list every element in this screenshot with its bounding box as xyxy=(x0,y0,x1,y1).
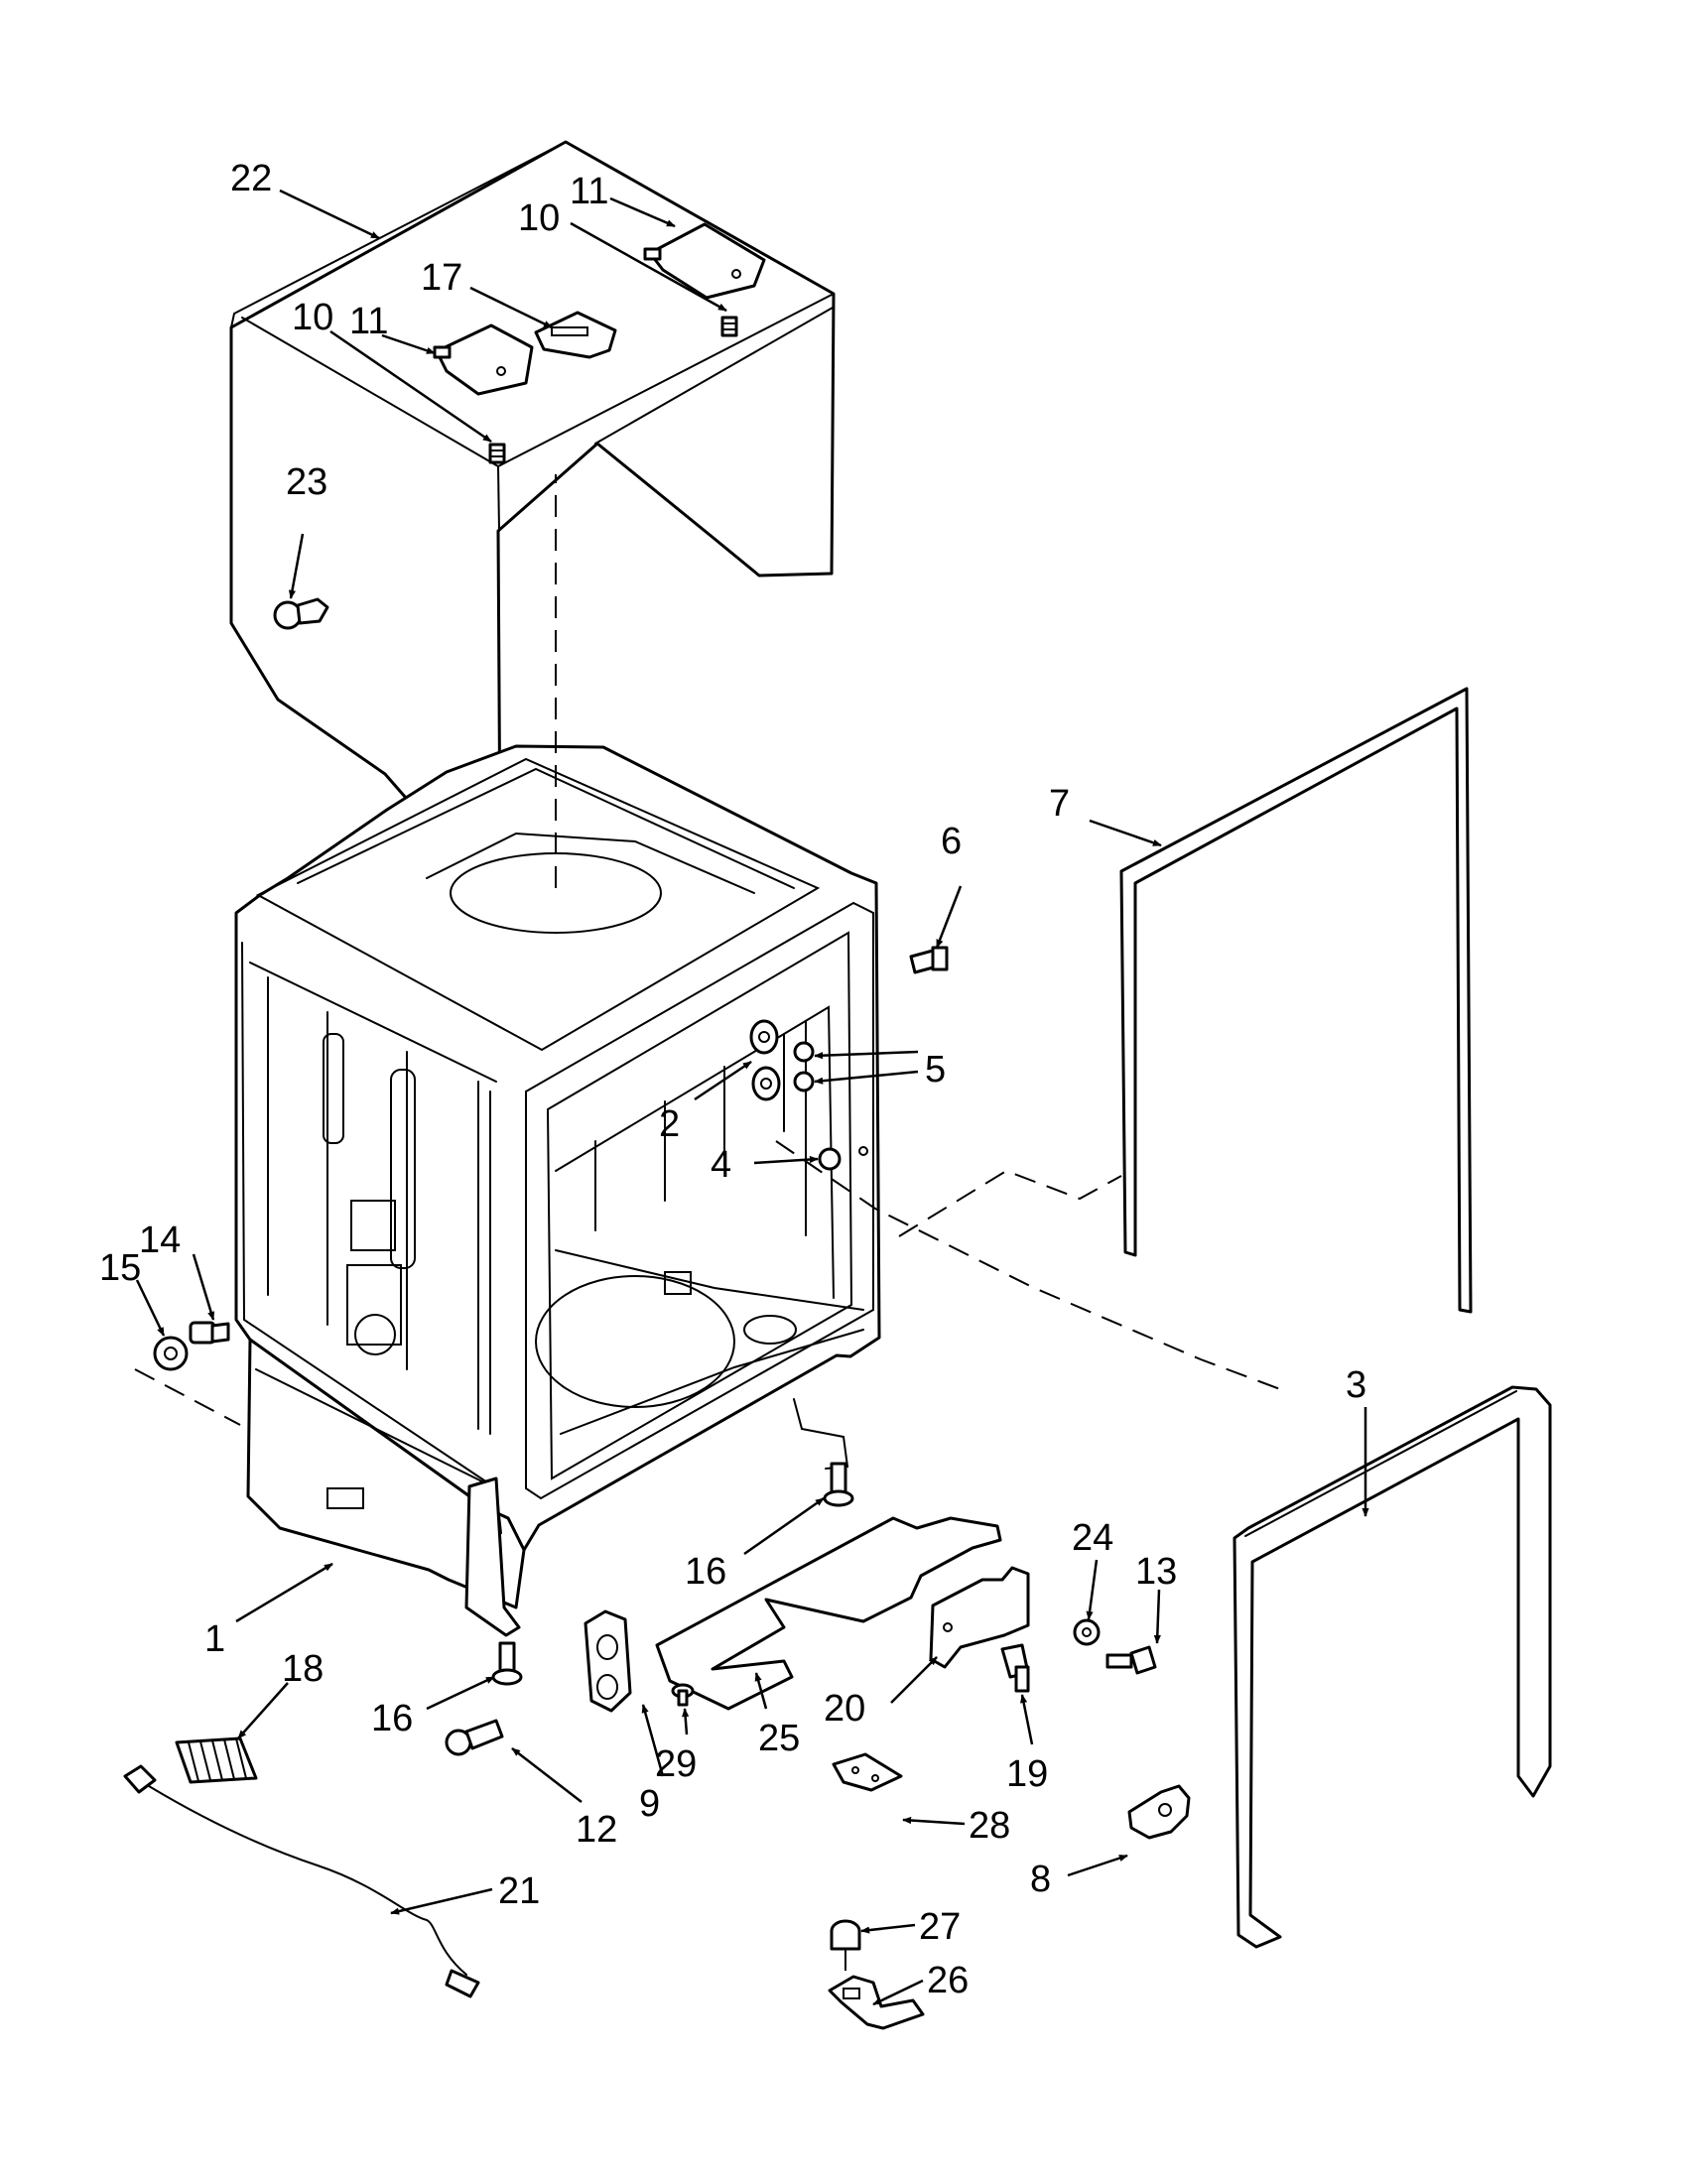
callout-6: 6 xyxy=(941,821,962,862)
assembly-lines xyxy=(134,474,1281,1979)
screw-10-upper xyxy=(720,316,738,337)
callout-labels: 22 11 10 17 11 10 23 7 6 5 2 4 14 15 3 1… xyxy=(99,158,1366,2001)
callout-11-upper: 11 xyxy=(570,171,608,212)
push-pin xyxy=(273,597,329,630)
leveling-foot-15 xyxy=(153,1336,189,1371)
callout-13: 13 xyxy=(1135,1551,1177,1593)
callout-17: 17 xyxy=(421,257,462,299)
tub-assembly xyxy=(234,744,881,1637)
leveling-leg-16-lower xyxy=(491,1641,523,1686)
callout-4: 4 xyxy=(711,1144,731,1186)
insulation-roll xyxy=(175,1736,258,1784)
thermostat-27 xyxy=(830,1919,861,1951)
callout-23: 23 xyxy=(286,461,327,503)
screw-19 xyxy=(1000,1643,1030,1693)
callout-3: 3 xyxy=(1346,1364,1366,1406)
hinge-bracket-lower xyxy=(433,323,534,396)
toe-panel xyxy=(655,1516,1002,1711)
top-wrap-blanket xyxy=(229,140,836,901)
callout-1: 1 xyxy=(204,1618,225,1660)
hinge-bracket-upper xyxy=(643,222,766,300)
door-seal-bottom xyxy=(1233,1385,1552,1949)
screw-6 xyxy=(909,946,949,974)
callout-21: 21 xyxy=(498,1870,540,1912)
callout-15: 15 xyxy=(99,1247,141,1289)
callout-24: 24 xyxy=(1072,1517,1113,1559)
grommets xyxy=(793,1041,815,1092)
mounting-bracket-20 xyxy=(929,1566,1030,1669)
callout-11-lower: 11 xyxy=(349,301,388,342)
callout-22: 22 xyxy=(230,158,272,199)
callout-8: 8 xyxy=(1030,1859,1051,1900)
screw-13 xyxy=(1105,1645,1157,1675)
hinge-9 xyxy=(584,1609,632,1713)
callout-28: 28 xyxy=(969,1805,1010,1847)
screw-12 xyxy=(445,1719,504,1756)
callout-9: 9 xyxy=(639,1783,660,1825)
nut-24 xyxy=(1073,1618,1101,1646)
callout-10-upper: 10 xyxy=(518,197,560,239)
callout-14: 14 xyxy=(139,1220,181,1261)
callout-5: 5 xyxy=(925,1049,946,1091)
inlet-fitting xyxy=(749,1019,781,1101)
latch-8 xyxy=(1127,1784,1191,1840)
callout-25: 25 xyxy=(758,1718,800,1759)
callout-16-upper: 16 xyxy=(685,1551,726,1593)
callout-18: 18 xyxy=(282,1648,324,1690)
callout-20: 20 xyxy=(824,1688,865,1730)
screw-29 xyxy=(671,1683,695,1707)
callout-7: 7 xyxy=(1049,783,1070,825)
clip-28 xyxy=(832,1752,903,1792)
callout-19: 19 xyxy=(1006,1753,1048,1795)
callout-16-lower: 16 xyxy=(371,1698,413,1739)
callout-2: 2 xyxy=(659,1103,680,1145)
callout-10-lower: 10 xyxy=(292,297,333,338)
callout-29: 29 xyxy=(655,1743,697,1785)
plug-4 xyxy=(818,1146,868,1171)
screw-10-lower xyxy=(488,443,506,464)
callout-27: 27 xyxy=(919,1906,961,1948)
callout-26: 26 xyxy=(927,1960,969,2001)
callout-12: 12 xyxy=(576,1809,617,1851)
insulation-clip xyxy=(534,311,617,359)
door-gasket-top xyxy=(1119,687,1473,1314)
wire-harness xyxy=(123,1764,480,1998)
leader-arrows xyxy=(135,189,1369,2006)
leveling-leg-14 xyxy=(189,1321,230,1345)
leveling-leg-16-upper xyxy=(823,1462,854,1507)
